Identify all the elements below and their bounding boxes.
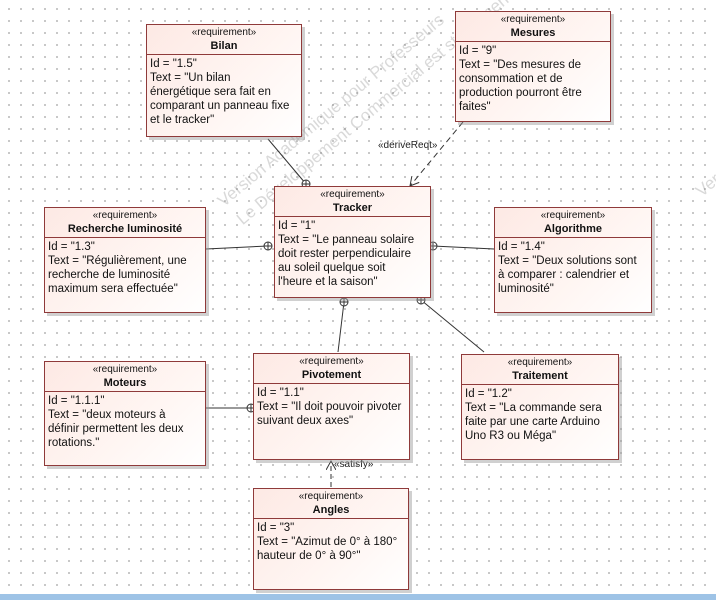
requirement-angles[interactable]: «requirement» Angles Id = "3" Text = "Az… — [253, 488, 409, 590]
stereotype-label: «requirement» — [500, 14, 566, 25]
requirement-text: Text = "Un bilan énergétique sera fait e… — [150, 72, 290, 126]
requirement-name: Recherche luminosité — [67, 223, 183, 235]
requirement-header: «requirement» Algorithme — [495, 208, 651, 238]
stereotype-label: «requirement» — [299, 356, 364, 367]
requirement-body: Id = "1.5" Text = "Un bilan énergétique … — [147, 55, 301, 129]
stereotype-label: «requirement» — [92, 364, 158, 375]
link-algorithme-tracker[interactable] — [432, 245, 495, 250]
requirement-name: Mesures — [510, 27, 556, 39]
requirement-moteurs[interactable]: «requirement» Moteurs Id = "1.1.1" Text … — [44, 361, 206, 466]
requirement-recherche-luminosite[interactable]: «requirement» Recherche luminosité Id = … — [44, 207, 206, 313]
requirement-id: Id = "3" — [257, 522, 295, 534]
requirement-header: «requirement» Pivotement — [254, 354, 409, 384]
stereotype-label: «requirement» — [320, 189, 385, 200]
requirement-text: Text = "Régulièrement, une recherche de … — [48, 255, 187, 295]
requirement-id: Id = "1.3" — [48, 241, 95, 253]
requirement-traitement[interactable]: «requirement» Traitement Id = "1.2" Text… — [461, 354, 619, 460]
requirement-body: Id = "1" Text = "Le panneau solaire doit… — [275, 217, 430, 291]
requirement-name: Algorithme — [543, 223, 603, 235]
link-mesures-tracker-derive[interactable] — [410, 121, 464, 186]
requirement-id: Id = "1.4" — [498, 241, 545, 253]
containment-icon — [428, 241, 438, 251]
containment-icon — [416, 295, 426, 305]
requirement-id: Id = "1" — [278, 220, 316, 232]
requirement-text: Text = "Le panneau solaire doit rester p… — [278, 234, 415, 288]
satisfy-relation-label: «satisfy» — [334, 459, 374, 470]
requirement-header: «requirement» Traitement — [462, 355, 618, 385]
containment-icon — [339, 297, 349, 307]
containment-icon — [263, 241, 273, 251]
requirement-body: Id = "3" Text = "Azimut de 0° à 180° hau… — [254, 519, 408, 565]
link-pivotement-tracker[interactable] — [337, 301, 345, 353]
requirement-text: Text = "La commande sera faite par une c… — [465, 402, 602, 442]
requirement-text: Text = "Des mesures de consommation et d… — [459, 59, 582, 113]
requirement-name: Traitement — [512, 370, 568, 382]
requirement-text: Text = "Azimut de 0° à 180° hauteur de 0… — [257, 536, 398, 562]
requirement-algorithme[interactable]: «requirement» Algorithme Id = "1.4" Text… — [494, 207, 652, 313]
requirement-text: Text = "deux moteurs à définir permetten… — [48, 409, 184, 449]
requirement-name: Tracker — [332, 202, 373, 214]
requirement-name: Bilan — [210, 40, 238, 52]
derive-relation-label: «deriveReqt» — [378, 140, 438, 151]
requirement-body: Id = "1.2" Text = "La commande sera fait… — [462, 385, 618, 445]
requirement-name: Moteurs — [103, 377, 147, 389]
requirement-mesures[interactable]: «requirement» Mesures Id = "9" Text = "D… — [455, 11, 611, 122]
requirement-name: Angles — [312, 504, 350, 516]
requirement-name: Pivotement — [301, 369, 362, 381]
stereotype-label: «requirement» — [298, 491, 364, 502]
requirement-body: Id = "1.1" Text = "Il doit pouvoir pivot… — [254, 384, 409, 430]
requirement-body: Id = "1.1.1" Text = "deux moteurs à défi… — [45, 392, 205, 452]
requirement-text: Text = "Deux solutions sont à comparer :… — [498, 255, 637, 295]
requirement-body: Id = "9" Text = "Des mesures de consomma… — [456, 42, 610, 116]
stereotype-label: «requirement» — [191, 27, 257, 38]
requirement-id: Id = "1.1" — [257, 387, 304, 399]
link-bilan-tracker[interactable] — [267, 138, 307, 185]
requirement-header: «requirement» Tracker — [275, 187, 430, 217]
stereotype-label: «requirement» — [507, 357, 573, 368]
requirement-text: Text = "Il doit pouvoir pivoter suivant … — [257, 401, 402, 427]
link-recherche-tracker[interactable] — [205, 245, 269, 250]
requirement-header: «requirement» Bilan — [147, 25, 301, 55]
requirement-header: «requirement» Angles — [254, 489, 408, 519]
requirement-body: Id = "1.3" Text = "Régulièrement, une re… — [45, 238, 205, 298]
requirement-bilan[interactable]: «requirement» Bilan Id = "1.5" Text = "U… — [146, 24, 302, 137]
requirement-header: «requirement» Recherche luminosité — [45, 208, 205, 238]
stereotype-label: «requirement» — [540, 210, 606, 221]
requirement-id: Id = "1.1.1" — [48, 395, 105, 407]
requirement-tracker[interactable]: «requirement» Tracker Id = "1" Text = "L… — [274, 186, 431, 298]
window-bottom-edge — [0, 594, 716, 600]
requirement-id: Id = "1.2" — [465, 388, 512, 400]
requirement-body: Id = "1.4" Text = "Deux solutions sont à… — [495, 238, 651, 298]
requirement-id: Id = "1.5" — [150, 58, 197, 70]
requirement-id: Id = "9" — [459, 45, 497, 57]
requirement-header: «requirement» Mesures — [456, 12, 610, 42]
requirement-pivotement[interactable]: «requirement» Pivotement Id = "1.1" Text… — [253, 353, 410, 460]
link-traitement-tracker[interactable] — [420, 299, 485, 353]
requirement-header: «requirement» Moteurs — [45, 362, 205, 392]
stereotype-label: «requirement» — [92, 210, 158, 221]
